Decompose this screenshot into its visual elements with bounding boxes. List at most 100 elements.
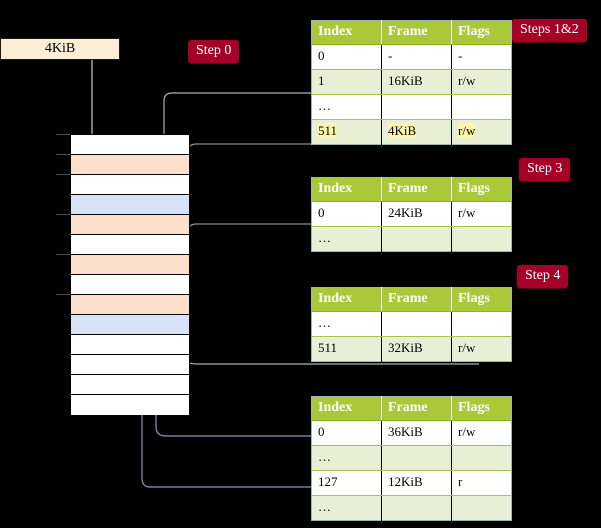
highlighted-value: r/w	[458, 123, 476, 139]
step-badge-label: Steps 1&2	[520, 22, 579, 37]
memory-boundary-tick	[56, 254, 70, 255]
table-cell-index: …	[311, 445, 382, 472]
table-cell-flags	[451, 94, 512, 121]
table-cell-index: …	[311, 226, 382, 252]
table-cell-index: 0	[311, 420, 382, 447]
memory-frame-row	[71, 315, 189, 335]
table-cell-index: 127	[311, 470, 382, 497]
step-badge-label: Step 3	[527, 161, 563, 176]
table-cell-frame	[381, 311, 452, 338]
table-cell-frame: 24KiB	[381, 201, 452, 228]
memory-frame-row	[71, 395, 189, 415]
column-header-flags: Flags	[451, 20, 512, 46]
memory-boundary-tick	[56, 174, 70, 175]
physical-memory-column	[70, 134, 190, 415]
step-badge-label: Step 0	[196, 43, 232, 58]
table-cell-frame	[381, 226, 452, 252]
table-row: …	[311, 445, 512, 472]
table-cell-frame: 12KiB	[381, 470, 452, 497]
table-cell-frame	[381, 445, 452, 472]
column-header-frame: Frame	[381, 396, 452, 422]
table-cell-flags	[451, 445, 512, 472]
table-cell-index: …	[311, 94, 382, 121]
memory-frame-row	[71, 335, 189, 355]
column-header-index: Index	[311, 177, 382, 203]
wire-l1-511-to-memory	[187, 143, 479, 153]
memory-frame-row	[71, 355, 189, 375]
table-cell-flags: r/w	[451, 119, 512, 145]
column-header-index: Index	[311, 396, 382, 422]
step-badge-steps1_2: Steps 1&2	[512, 19, 587, 42]
step-badge-step3: Step 3	[519, 158, 571, 181]
memory-frame-row	[71, 195, 189, 215]
memory-frame-row	[71, 175, 189, 195]
memory-boundary-tick	[56, 154, 70, 155]
highlighted-value: 511	[318, 123, 338, 139]
table-cell-frame: -	[381, 44, 452, 71]
table-row: …	[311, 94, 512, 121]
table-row: 0--	[311, 44, 512, 71]
memory-frame-row	[71, 275, 189, 295]
table-cell-flags: -	[451, 44, 512, 71]
table-cell-index: 0	[311, 44, 382, 71]
table-cell-index: …	[311, 311, 382, 338]
column-header-frame: Frame	[381, 177, 452, 203]
column-header-index: Index	[311, 287, 382, 313]
memory-boundary-tick	[56, 214, 70, 215]
memory-frame-row	[71, 375, 189, 395]
table-cell-flags: r/w	[451, 336, 512, 362]
column-header-frame: Frame	[381, 20, 452, 46]
highlighted-value: 4KiB	[388, 123, 417, 139]
column-header-frame: Frame	[381, 287, 452, 313]
column-header-flags: Flags	[451, 287, 512, 313]
table-cell-frame: 32KiB	[381, 336, 452, 362]
step-badge-step4: Step 4	[517, 265, 569, 288]
table-cell-frame: 16KiB	[381, 69, 452, 96]
memory-boundary-tick	[56, 134, 70, 135]
memory-frame-row	[71, 215, 189, 235]
table-cell-flags	[451, 495, 512, 521]
table-cell-frame	[381, 495, 452, 521]
column-header-flags: Flags	[451, 177, 512, 203]
table-cell-index: …	[311, 495, 382, 521]
table-cell-flags	[451, 311, 512, 338]
table-cell-flags: r/w	[451, 201, 512, 228]
table-cell-flags: r/w	[451, 420, 512, 447]
memory-frame-row	[71, 295, 189, 315]
table-cell-index: 0	[311, 201, 382, 228]
table-cell-flags: r	[451, 470, 512, 497]
step-badge-label: Step 4	[525, 268, 561, 283]
table-cell-index: 1	[311, 69, 382, 96]
memory-frame-row	[71, 235, 189, 255]
table-cell-frame: 4KiB	[381, 119, 452, 145]
virtual-address-box: 4KiB	[0, 38, 120, 60]
table-row: …	[311, 311, 512, 338]
column-header-flags: Flags	[451, 396, 512, 422]
table-cell-flags	[451, 226, 512, 252]
table-cell-index: 511	[311, 119, 382, 145]
memory-boundary-tick	[56, 294, 70, 295]
table-cell-flags: r/w	[451, 69, 512, 96]
memory-frame-row	[71, 155, 189, 175]
table-row: 511 4KiB r/w	[311, 119, 512, 145]
table-cell-frame	[381, 94, 452, 121]
step-badge-step0: Step 0	[188, 40, 240, 63]
table-cell-index: 511	[311, 336, 382, 362]
memory-frame-row	[71, 255, 189, 275]
table-cell-frame: 36KiB	[381, 420, 452, 447]
column-header-index: Index	[311, 20, 382, 46]
